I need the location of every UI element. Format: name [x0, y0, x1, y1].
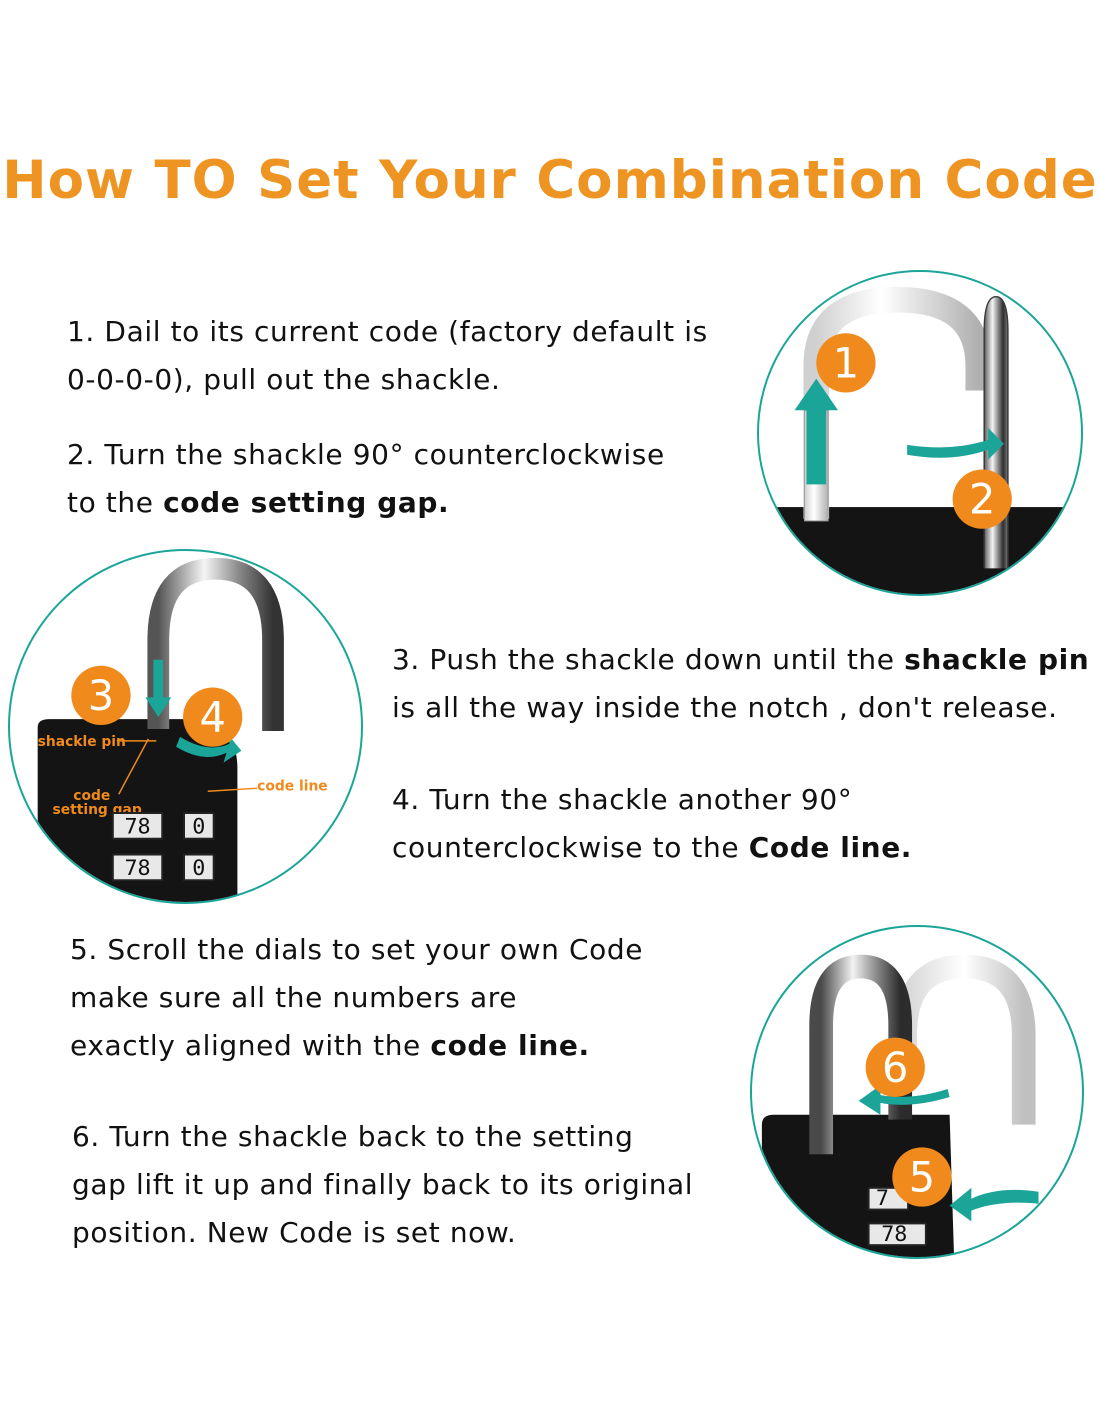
badge-6-text: 6	[882, 1043, 908, 1092]
badge-5-text: 5	[909, 1152, 935, 1201]
shackle-pin-label: shackle pin	[38, 734, 126, 750]
dial-1	[111, 812, 164, 840]
badge-3	[71, 665, 131, 726]
lock-body	[759, 507, 1081, 594]
step-2: 2. Turn the shackle 90° counterclockwise…	[67, 431, 665, 527]
dial-4	[183, 853, 215, 882]
page-title: How TO Set Your Combination Code	[2, 150, 1098, 211]
padlock-illustration-3: 7 78 6 5	[761, 954, 1039, 1257]
figure-set-and-return: 7 78 6 5	[750, 925, 1084, 1259]
dial-1-digits: 78	[124, 814, 150, 839]
step-6-line-1: 6. Turn the shackle back to the setting	[72, 1120, 634, 1153]
dial-4-digits: 0	[192, 856, 205, 881]
dial-2	[183, 812, 215, 840]
step-1-line-2: 0-0-0-0), pull out the shackle.	[67, 363, 501, 396]
step-5-line-1: 5. Scroll the dials to set your own Code	[70, 933, 644, 966]
badge-1	[816, 333, 876, 393]
step-4-line-2-emphasis: Code line.	[748, 831, 913, 864]
figure-pull-and-turn: 1 2	[757, 270, 1083, 596]
dial-2	[867, 1222, 927, 1247]
step-2-line-2-text: to the	[67, 486, 164, 519]
step-5-line-3: exactly aligned with the code line.	[70, 1022, 643, 1070]
step-1-line-1: 1. Dail to its current code (factory def…	[67, 315, 708, 348]
step-6-line-2: gap lift it up and finally back to its o…	[72, 1168, 694, 1201]
step-3-line-1-text: 3. Push the shackle down until the	[392, 643, 905, 676]
code-setting-gap-label-1: code	[73, 788, 110, 804]
step-5-line-3-emphasis: code line.	[430, 1029, 590, 1062]
step-5-line-2: make sure all the numbers are	[70, 981, 518, 1014]
dial-1-digits: 7	[876, 1186, 889, 1211]
step-6-line-3: position. New Code is set now.	[72, 1216, 517, 1249]
rotate-arrow-icon	[176, 733, 242, 763]
padlock-illustration-2: shackle pin code line code setting gap 7…	[37, 557, 328, 902]
step-1: 1. Dail to its current code (factory def…	[67, 308, 708, 404]
code-line-label: code line	[257, 778, 328, 794]
scroll-dial-arrow-icon	[949, 1187, 1039, 1222]
shackle-ghost	[803, 286, 992, 519]
step-5-line-3-text: exactly aligned with the	[70, 1029, 431, 1062]
step-3-line-1-emphasis: shackle pin	[904, 643, 1090, 676]
figure-push-and-turn: shackle pin code line code setting gap 7…	[8, 549, 363, 904]
shackle	[809, 954, 913, 1155]
rotate-back-arrow-icon	[858, 1085, 950, 1115]
padlock-illustration-1: 1 2	[759, 286, 1081, 594]
badge-6	[865, 1037, 925, 1097]
code-line-pointer	[207, 787, 258, 793]
step-3: 3. Push the shackle down until the shack…	[392, 636, 1089, 732]
step-6: 6. Turn the shackle back to the setting …	[72, 1113, 693, 1257]
shackle	[147, 557, 284, 731]
dial-3	[111, 853, 164, 882]
step-2-line-2-emphasis: code setting gap.	[163, 486, 450, 519]
badge-4	[183, 687, 243, 747]
badge-3-text: 3	[88, 671, 114, 720]
badge-2	[952, 469, 1012, 529]
badge-5	[892, 1147, 952, 1207]
step-2-line-1: 2. Turn the shackle 90° counterclockwise	[67, 438, 665, 471]
down-arrow-icon	[145, 659, 172, 718]
step-2-line-2: to the code setting gap.	[67, 479, 665, 527]
badge-2-text: 2	[969, 475, 995, 524]
up-arrow-icon	[794, 378, 839, 485]
dial-2-digits: 0	[192, 814, 205, 839]
step-4-line-2: counterclockwise to the Code line.	[392, 824, 912, 872]
step-3-line-2: is all the way inside the notch , don't …	[392, 691, 1058, 724]
step-4: 4. Turn the shackle another 90° counterc…	[392, 776, 912, 872]
step-5: 5. Scroll the dials to set your own Code…	[70, 926, 643, 1070]
step-3-line-1: 3. Push the shackle down until the shack…	[392, 636, 1089, 684]
step-4-line-2-text: counterclockwise to the	[392, 831, 749, 864]
dial-3-digits: 78	[124, 856, 150, 881]
dial-2-digits: 78	[881, 1222, 907, 1247]
rotate-arrow-icon	[907, 428, 1004, 460]
badge-1-text: 1	[833, 338, 859, 387]
step-4-line-1: 4. Turn the shackle another 90°	[392, 783, 853, 816]
code-setting-gap-pointer	[118, 738, 150, 795]
badge-4-text: 4	[199, 693, 225, 742]
